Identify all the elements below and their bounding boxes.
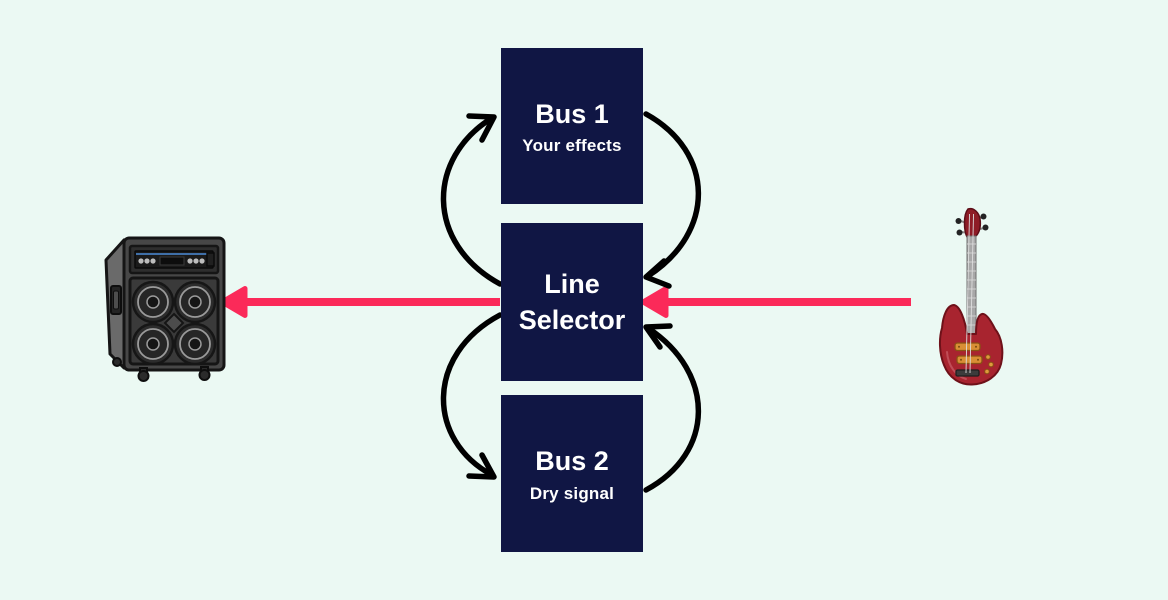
loop-arrow-line-selector-to-bus1 xyxy=(440,113,503,287)
control-knobs xyxy=(984,354,994,375)
bus1-title: Bus 1 xyxy=(535,98,609,129)
bus1-subtitle: Your effects xyxy=(522,136,622,156)
loop-arrow-bus1-to-line-selector xyxy=(643,111,702,289)
bass-guitar-icon xyxy=(938,207,1004,386)
bass-amp-cabinet-icon xyxy=(104,236,226,382)
bridge xyxy=(955,369,980,377)
node-bus2: Bus 2 Dry signal xyxy=(501,395,643,552)
bus2-subtitle: Dry signal xyxy=(529,483,615,503)
signal-arrow-line-selector-to-amp xyxy=(219,286,500,318)
bus2-title: Bus 2 xyxy=(535,446,609,477)
signal-arrow-guitar-to-line-selector xyxy=(640,286,911,318)
strings xyxy=(965,213,974,374)
loop-arrow-bus2-to-line-selector xyxy=(643,323,702,493)
pickups xyxy=(954,342,983,365)
headstock xyxy=(963,207,982,238)
speaker-circles xyxy=(131,280,217,366)
caster-wheels xyxy=(112,357,211,382)
body-highlight xyxy=(946,351,967,380)
loop-arrow-line-selector-to-bus2 xyxy=(440,312,503,480)
node-line-selector: Line Selector xyxy=(501,223,643,381)
node-bus1: Bus 1 Your effects xyxy=(501,48,643,204)
line-selector-title: Line Selector xyxy=(518,268,626,335)
grill-diamond xyxy=(163,312,185,334)
